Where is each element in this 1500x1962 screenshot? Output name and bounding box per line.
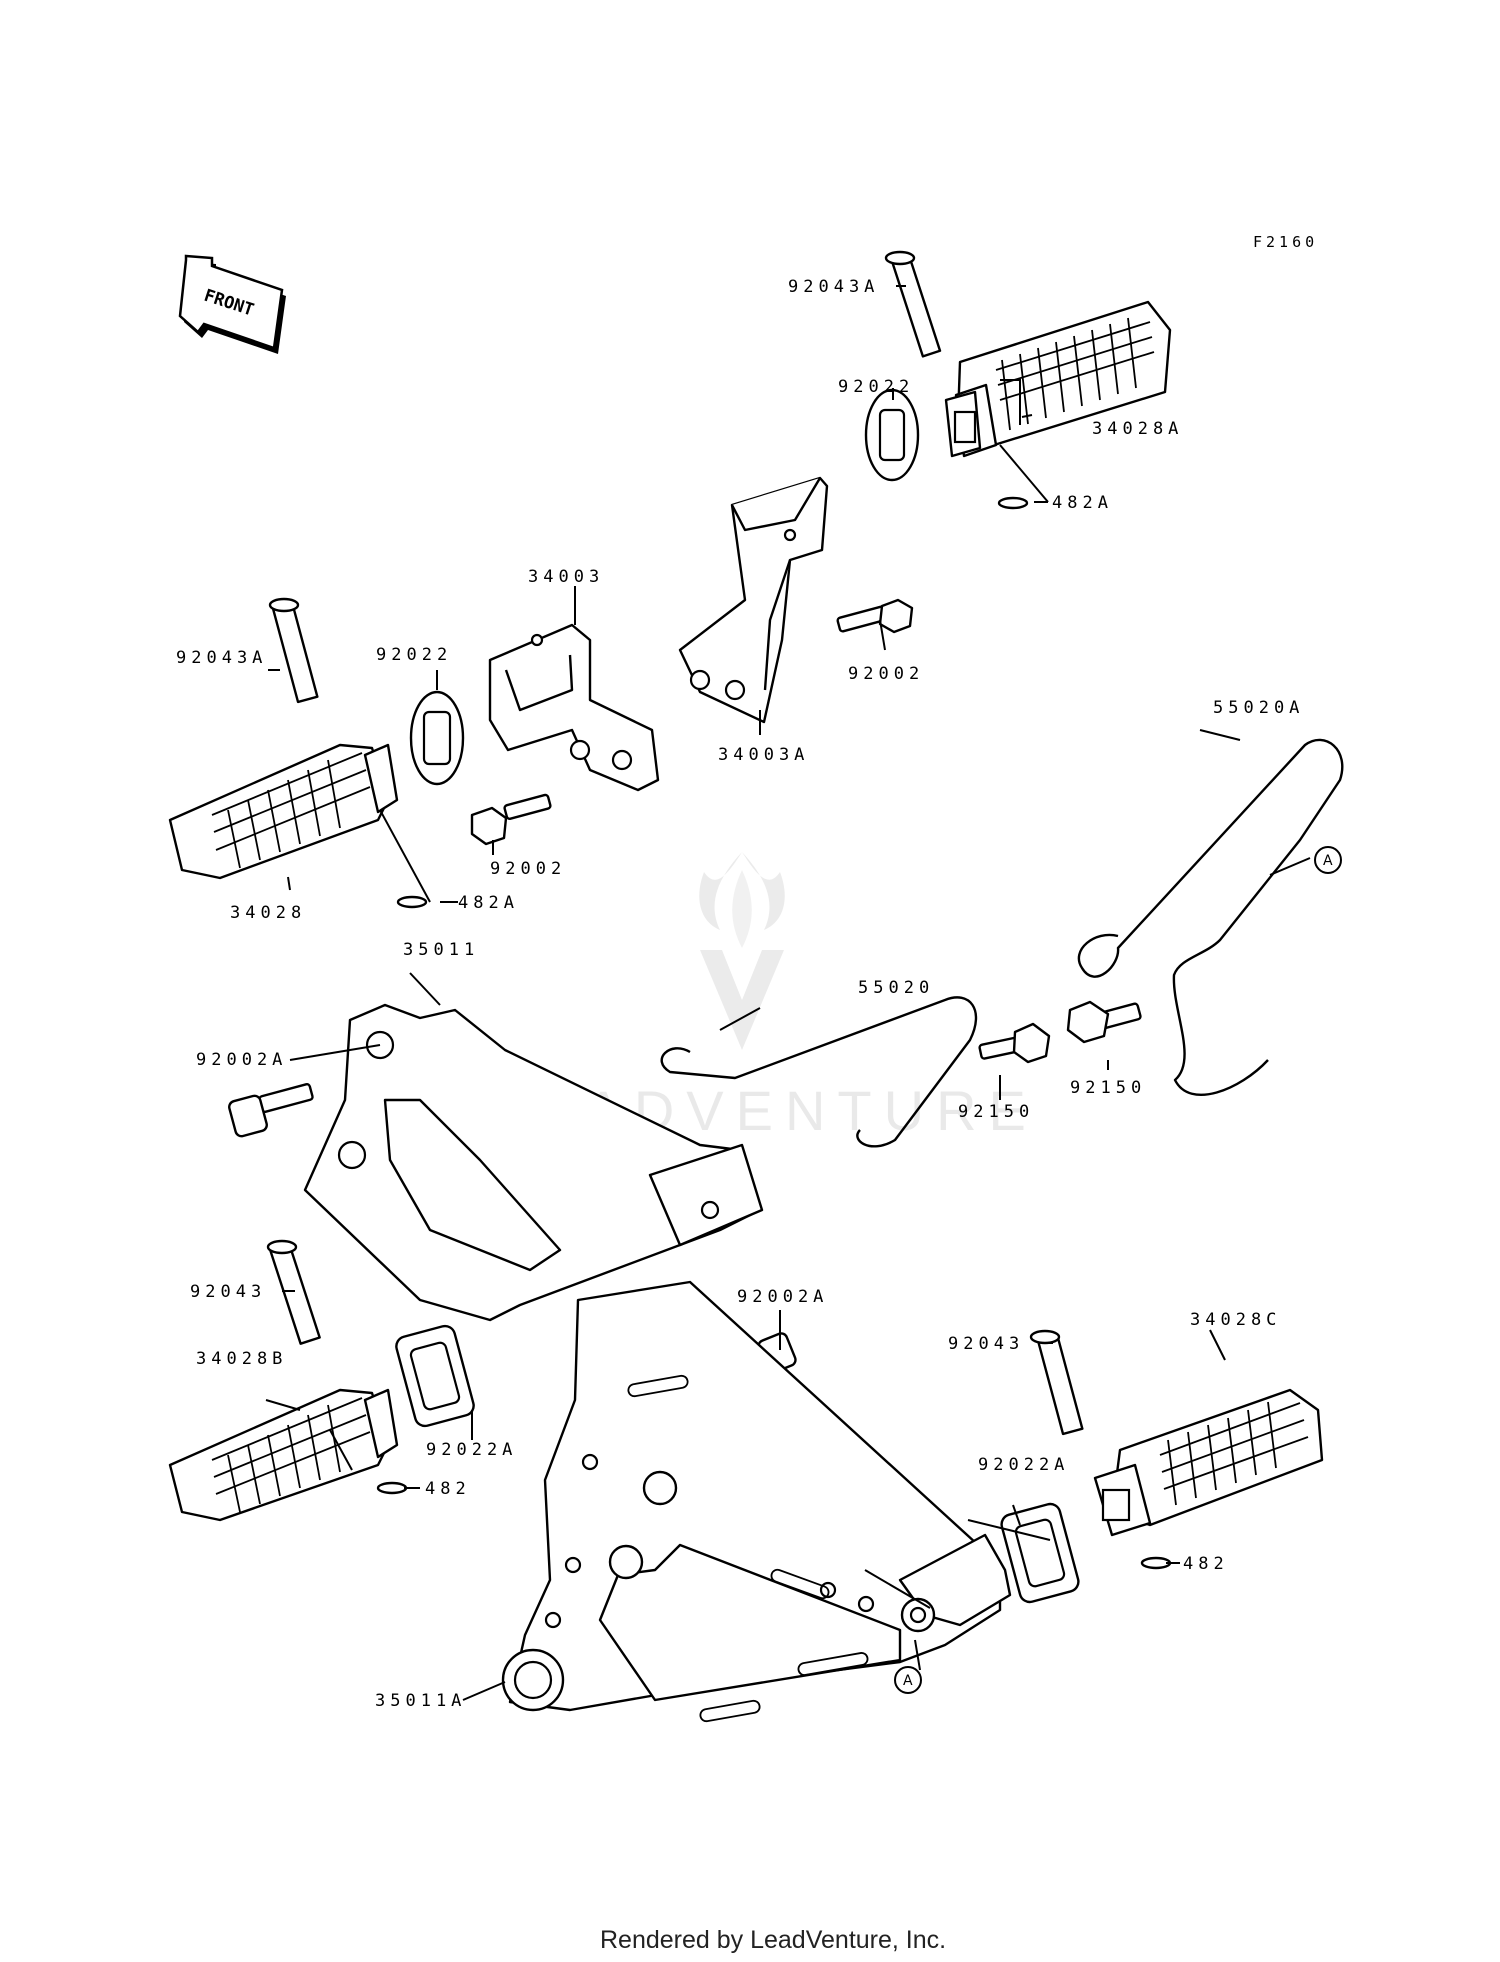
damper-92022A-left [395,1324,475,1428]
spring-55020 [660,996,978,1148]
bolt-92002A-left [228,1083,314,1138]
label-482-right: 482 [1183,1554,1229,1574]
footpeg-rubber-34028A [944,300,1172,458]
leader-lines [265,285,1311,1701]
front-arrow-icon: FRONT [178,254,286,354]
footpeg-rubber-34028 [168,743,399,880]
label-34028B: 34028B [196,1349,287,1369]
part-labels: 92043A 92022 34028A 482A 34003 92043A 92… [176,277,1304,1711]
damper-92022A-right [1000,1502,1080,1604]
label-34028C: 34028C [1190,1310,1281,1330]
pin-92043-right [1029,1329,1084,1436]
label-482-left: 482 [425,1479,471,1499]
label-92150-right: 92150 [1070,1078,1146,1098]
bracket-34003 [488,623,660,792]
label-34028: 34028 [230,903,306,923]
label-34003: 34003 [528,567,604,587]
bracket-35011 [303,1003,764,1322]
label-92002-left: 92002 [490,859,566,879]
callout-A-bottom: A [894,1666,922,1694]
label-92043A-left: 92043A [176,648,267,668]
label-34028A: 34028A [1092,419,1183,439]
label-92002A-mid: 92002A [737,1287,828,1307]
callout-letter: A [903,1673,913,1689]
label-35011: 35011 [403,940,479,960]
label-92022A-right: 92022A [978,1455,1069,1475]
cotter-pin-482A-top [997,496,1029,510]
bolt-92002-right [836,598,914,634]
pin-92043-left [266,1239,321,1345]
footpeg-rubber-34028C [1093,1388,1324,1537]
label-482A-left: 482A [458,893,519,913]
footpeg-rubber-34028B [168,1388,399,1522]
label-92002-right: 92002 [848,664,924,684]
flame-logo-icon [699,852,785,1050]
label-92002A-left: 92002A [196,1050,287,1070]
label-55020: 55020 [858,978,934,998]
cotter-pin-482A-left [396,895,428,909]
label-34003A: 34003A [718,745,809,765]
bolt-92150-right [1066,1000,1142,1044]
label-92043-left: 92043 [190,1282,266,1302]
label-92022-left: 92022 [376,645,452,665]
spring-55020A [1077,738,1344,1097]
pin-92043A-top [884,250,942,358]
label-92043A-top: 92043A [788,277,879,297]
damper-92022-left [409,690,465,786]
label-92022A-left: 92022A [426,1440,517,1460]
cotter-pin-482-right [1140,1556,1172,1570]
footer-credit: Rendered by LeadVenture, Inc. [600,1926,946,1954]
diagram-code: F2160 [1253,233,1318,251]
bracket-34003A [678,476,829,724]
pin-92043A-left [268,597,319,704]
label-35011A: 35011A [375,1691,466,1711]
callout-A-right: A [1314,846,1342,874]
label-92043-right: 92043 [948,1334,1024,1354]
bolt-92002-left [470,793,552,846]
cotter-pin-482-left [376,1481,408,1495]
label-482A-top: 482A [1052,493,1113,513]
bracket-35011A [501,1280,1012,1723]
bolt-92150-left [978,1022,1051,1064]
label-92150-left: 92150 [958,1102,1034,1122]
label-55020A: 55020A [1213,698,1304,718]
callout-letter: A [1323,853,1333,869]
damper-92022-top [864,388,920,482]
label-92022-top: 92022 [838,377,914,397]
